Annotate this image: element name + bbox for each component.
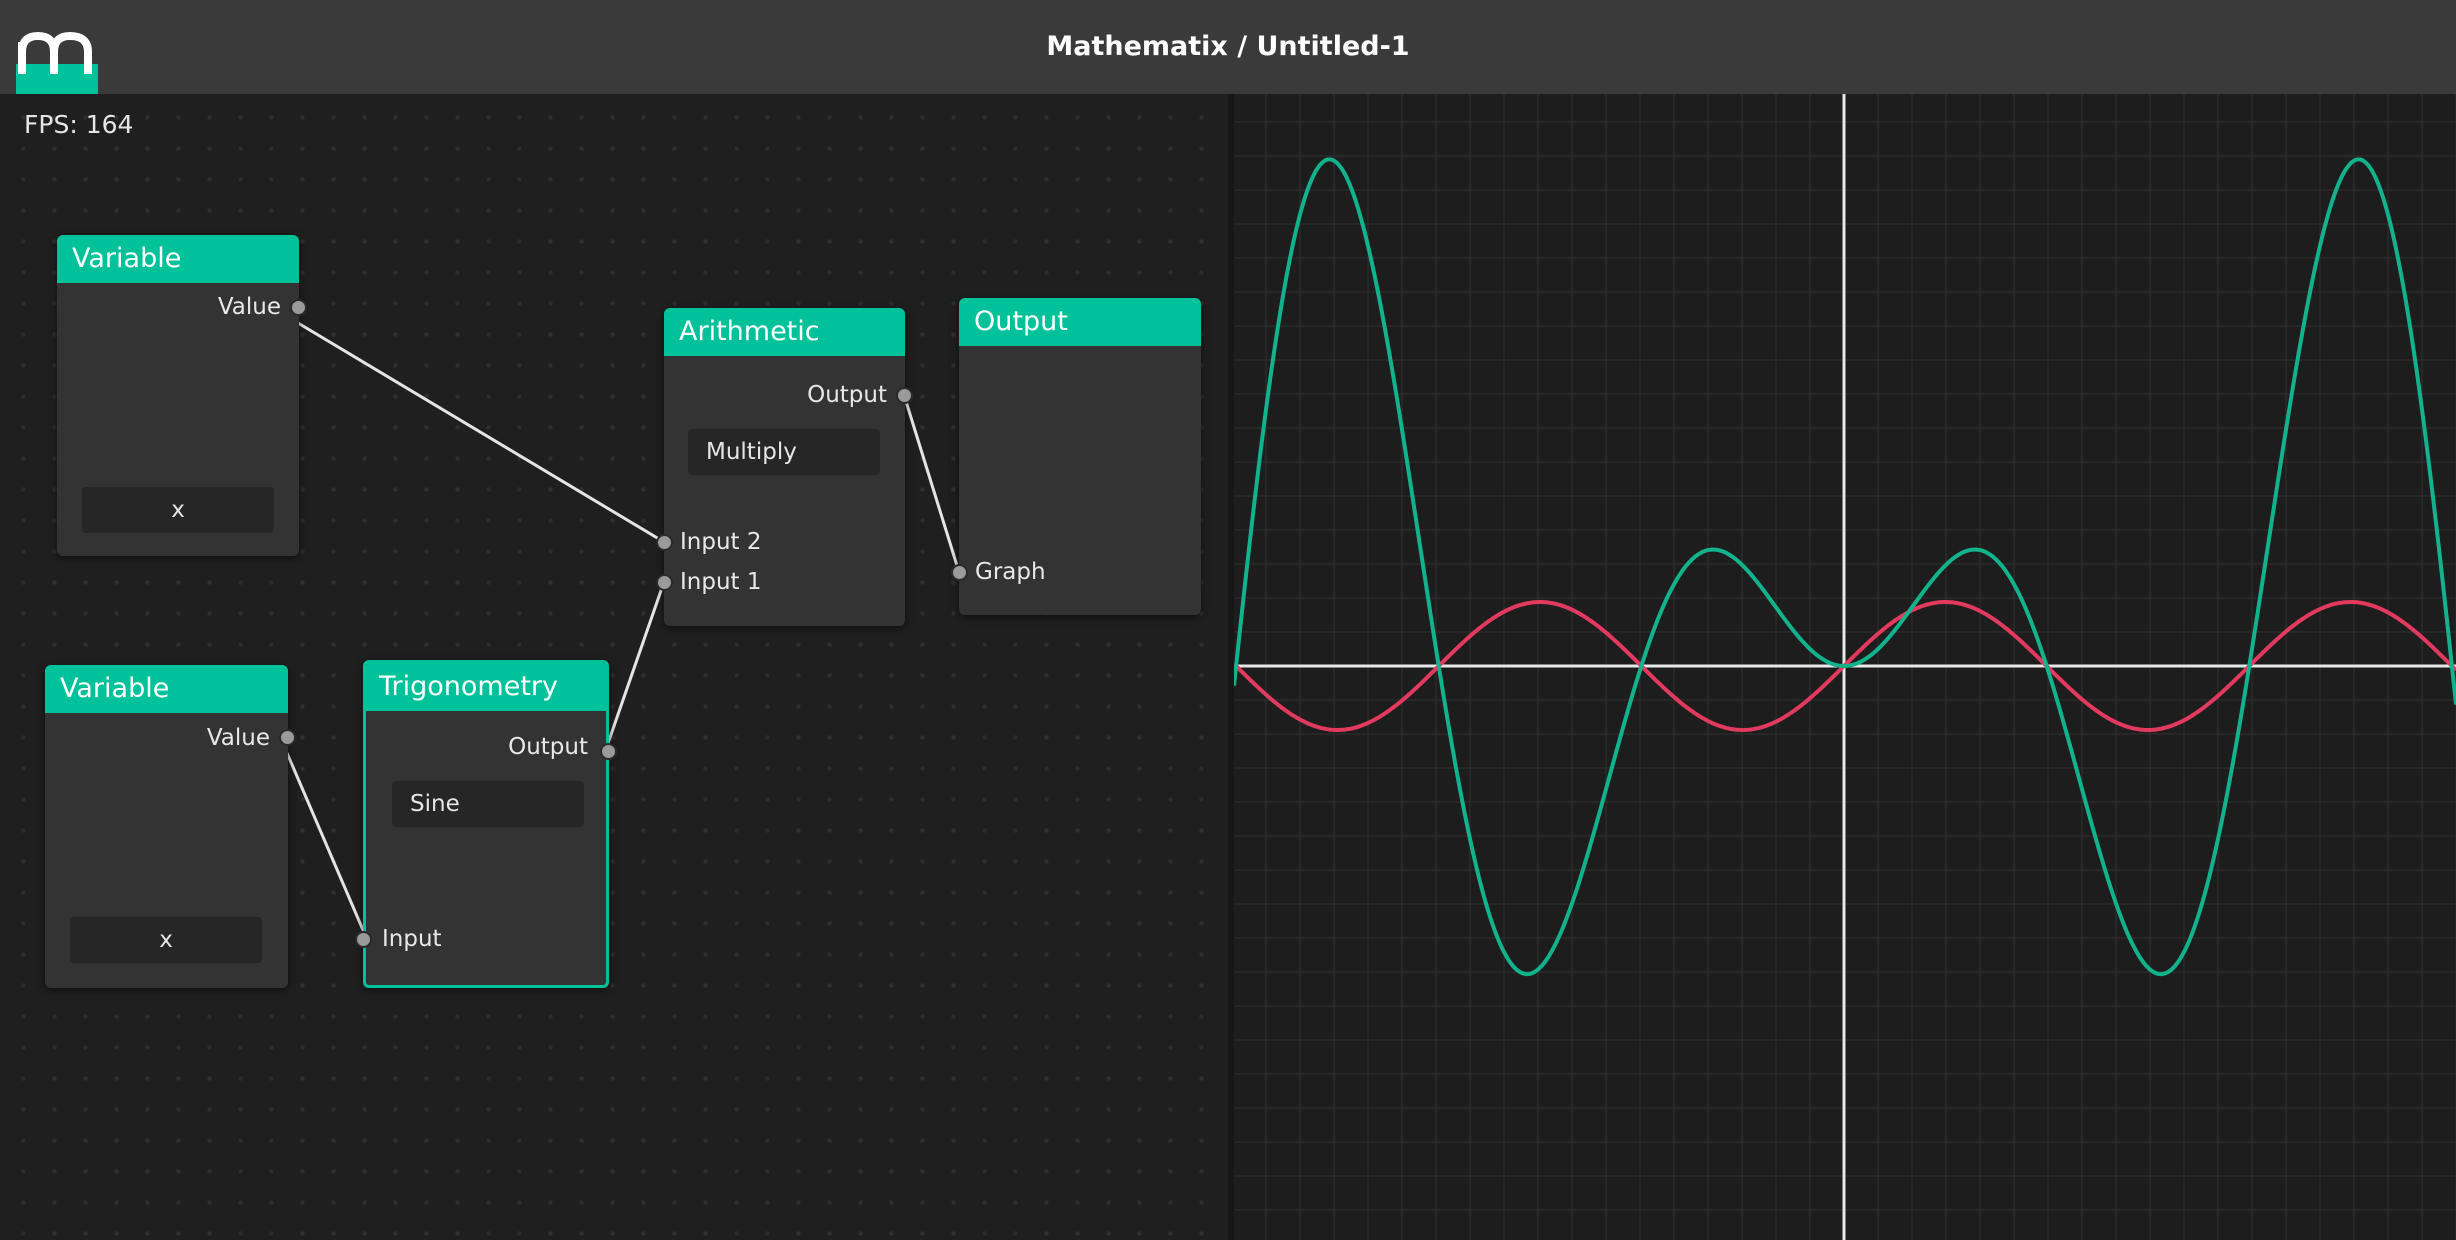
wire-variable2-to-trig-input[interactable] — [285, 752, 368, 938]
function-plot — [1234, 94, 2456, 1240]
node-arithmetic-header[interactable]: Arithmetic — [664, 308, 905, 356]
app-title: Mathematix / Untitled-1 — [1046, 31, 1410, 62]
variable-2-output-port[interactable] — [279, 729, 296, 746]
panel-divider[interactable] — [1228, 94, 1234, 1240]
variable-2-value-field[interactable]: x — [70, 917, 262, 963]
arithmetic-input2-port[interactable] — [656, 534, 673, 551]
connection-wires — [285, 321, 961, 938]
node-variable-1[interactable]: Variable Value x — [57, 235, 307, 556]
arithmetic-output-label: Output — [807, 382, 887, 408]
trigonometry-input-port[interactable] — [355, 931, 372, 948]
product-curve — [1234, 157, 2456, 977]
node-output[interactable]: Output Graph — [951, 298, 1201, 615]
trigonometry-output-label: Output — [508, 734, 588, 760]
arithmetic-input1-label: Input 1 — [680, 569, 762, 595]
variable-1-value-field[interactable]: x — [82, 487, 274, 533]
variable-2-value-label: Value — [206, 725, 270, 751]
arithmetic-operation-select[interactable]: Multiply — [688, 429, 880, 475]
output-graph-label: Graph — [975, 559, 1046, 585]
node-variable-2-header[interactable]: Variable — [45, 665, 288, 713]
node-output-header[interactable]: Output — [959, 298, 1201, 346]
node-variable-1-header[interactable]: Variable — [57, 235, 299, 283]
arithmetic-input2-label: Input 2 — [680, 529, 762, 555]
output-graph-input-port[interactable] — [951, 564, 968, 581]
title-bar: Mathematix / Untitled-1 — [0, 0, 2456, 94]
arithmetic-input1-port[interactable] — [656, 574, 673, 591]
wire-variable1-to-arithmetic-input2[interactable] — [297, 321, 665, 544]
wire-arithmetic-output-to-graph[interactable] — [902, 394, 961, 573]
arithmetic-output-port[interactable] — [896, 387, 913, 404]
graph-panel[interactable] — [1234, 94, 2456, 1240]
node-editor-canvas[interactable]: FPS: 164 Variable Value x Variable Value… — [0, 94, 1228, 1240]
trigonometry-output-port[interactable] — [600, 743, 617, 760]
variable-1-value-label: Value — [217, 294, 281, 320]
node-arithmetic[interactable]: Arithmetic Output Multiply Input 2 Input… — [656, 308, 913, 626]
node-trigonometry[interactable]: Trigonometry Output Sine Input — [355, 660, 617, 988]
fps-counter: FPS: 164 — [24, 110, 134, 139]
trigonometry-function-select[interactable]: Sine — [392, 781, 584, 827]
wire-trig-output-to-arithmetic-input1[interactable] — [604, 581, 666, 750]
node-trigonometry-header[interactable]: Trigonometry — [366, 663, 606, 711]
variable-1-output-port[interactable] — [290, 299, 307, 316]
mathematix-logo-icon[interactable] — [16, 30, 98, 94]
trigonometry-input-label: Input — [382, 926, 442, 952]
node-variable-2[interactable]: Variable Value x — [45, 665, 296, 988]
